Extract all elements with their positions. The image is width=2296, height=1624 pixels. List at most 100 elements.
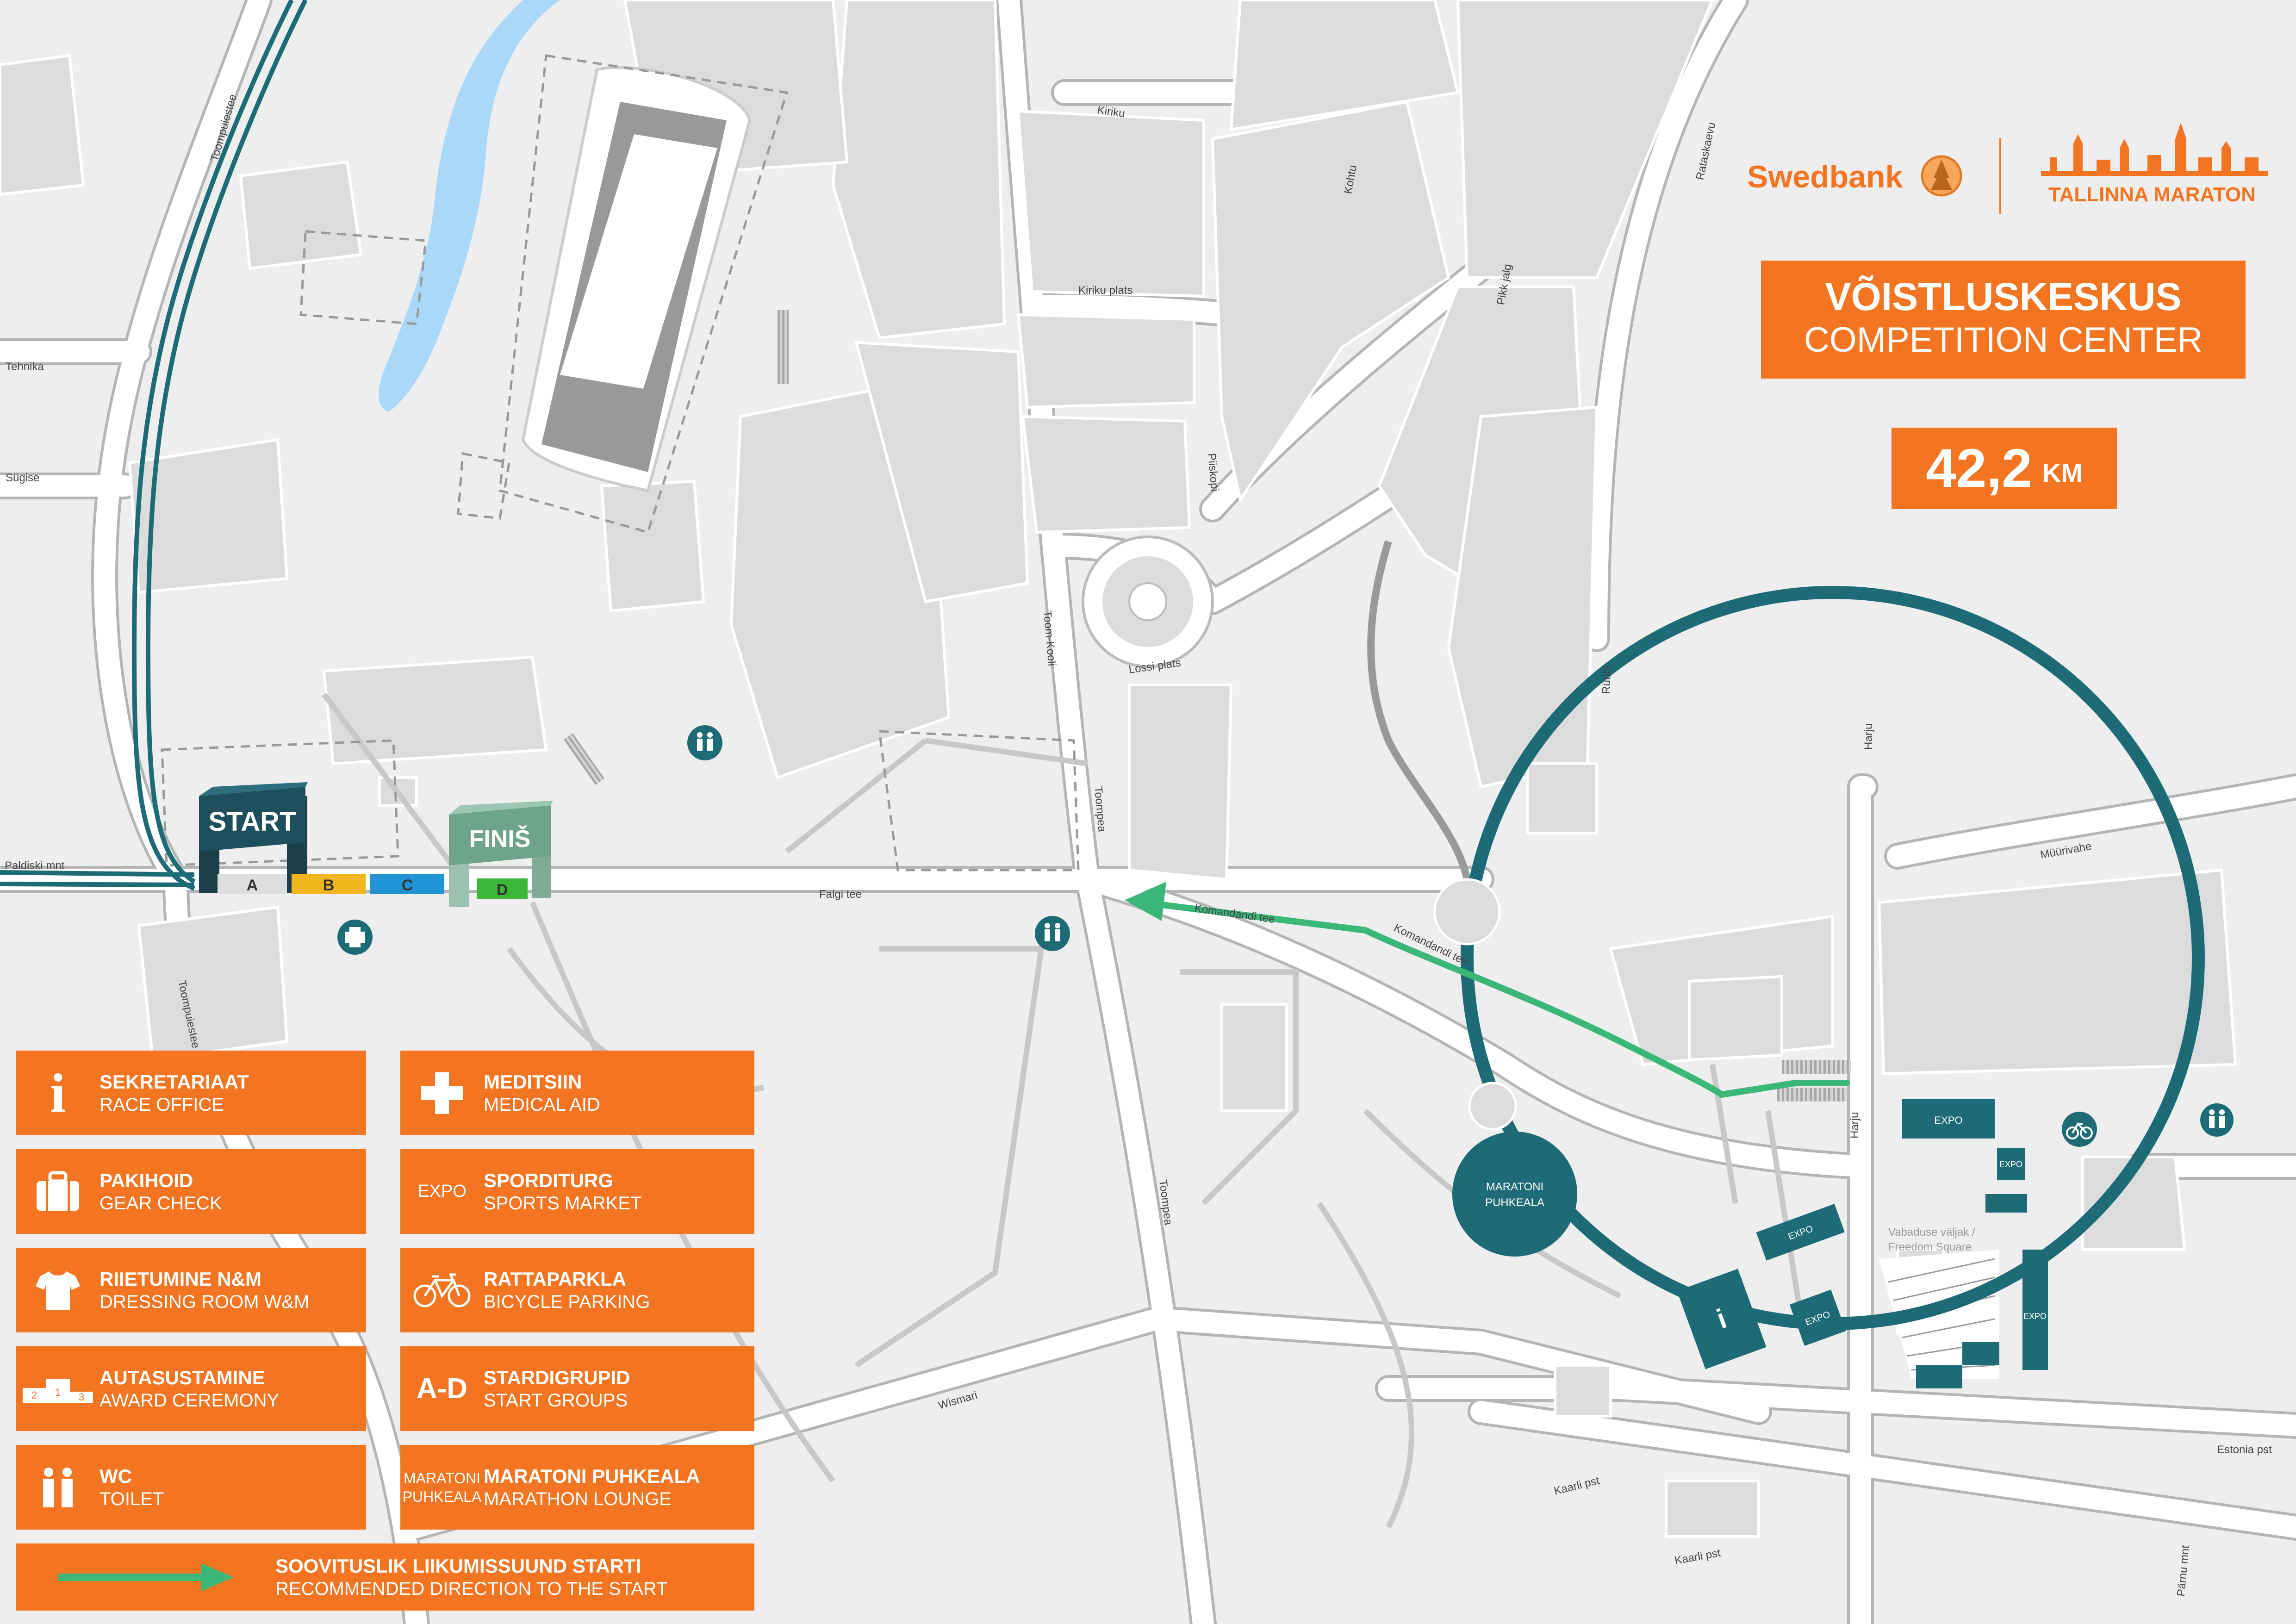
stairs-marker xyxy=(1777,1088,1847,1101)
recommended-direction-route xyxy=(1140,899,1850,1098)
park-paths xyxy=(322,692,1808,1529)
bicycle-icon xyxy=(400,1272,484,1309)
plaza-circle xyxy=(1433,878,1501,946)
legend-medical-aid-en: MEDICAL AID xyxy=(484,1094,600,1115)
street-ruutli: Rüütli xyxy=(1600,666,1613,694)
sponsor-name: Swedbank xyxy=(1747,159,1903,194)
podium-third: 3 xyxy=(70,1391,93,1403)
luggage-icon xyxy=(16,1171,100,1213)
stairs-marker xyxy=(563,733,605,785)
podium-icon: 2 1 3 xyxy=(16,1370,100,1407)
distance-unit: KM xyxy=(2042,458,2083,487)
legend-gear-check-et: PAKIHOID xyxy=(100,1169,193,1191)
legend-dressing-room-en: DRESSING ROOM W&M xyxy=(100,1291,310,1312)
distance-value: 42,2 xyxy=(1926,438,2032,499)
title-estonian: VÕISTLUSKESKUS xyxy=(1825,275,2182,318)
legend-award-ceremony-et: AUTASUSTAMINE xyxy=(100,1366,265,1388)
podium-second: 2 xyxy=(23,1388,46,1403)
expo-markers: EXPO EXPO EXPO EXPO EXPO i xyxy=(1677,1099,2048,1388)
expo-label: EXPO xyxy=(1934,1114,1962,1126)
event-name: TALLINNA MARATON xyxy=(2048,183,2256,206)
street-tehnika: Tehnika xyxy=(6,361,44,373)
tallinna-maraton-logo: TALLINNA MARATON xyxy=(2041,123,2268,206)
start-group-d: D xyxy=(497,881,508,899)
finish-gate: FINIŠ xyxy=(449,801,553,907)
competition-center-title-box: VÕISTLUSKESKUS COMPETITION CENTER xyxy=(1761,261,2246,379)
lounge-label-line2: PUHKEALA xyxy=(1485,1196,1544,1209)
legend-toilet-en: TOILET xyxy=(100,1488,164,1509)
bicycle-icon xyxy=(2062,1112,2097,1147)
start-group-corridors: A B C D xyxy=(218,874,528,899)
legend-start-groups-en: START GROUPS xyxy=(484,1390,628,1411)
legend-start-groups-et: STARDIGRUPID xyxy=(484,1366,630,1388)
legend-recommended-direction-en: RECOMMENDED DIRECTION TO THE START xyxy=(275,1578,668,1599)
lounge-label-line1: MARATONI xyxy=(1486,1181,1543,1193)
title-english: COMPETITION CENTER xyxy=(1804,320,2203,360)
medical-cross-icon xyxy=(400,1072,484,1114)
toilet-icon xyxy=(687,725,722,760)
marathon-lounge-marker: MARATONI PUHKEALA xyxy=(1452,1132,1577,1257)
lounge-icon-text-1: MARATONI xyxy=(404,1469,480,1487)
expo-text-icon: EXPO xyxy=(400,1182,484,1201)
start-groups-icon-text: A-D xyxy=(416,1373,468,1405)
toilet-icon xyxy=(16,1467,100,1508)
recommended-direction-arrowhead xyxy=(1125,882,1166,921)
finish-label: FINIŠ xyxy=(469,825,531,852)
legend-sports-market-et: SPORDITURG xyxy=(484,1169,614,1191)
street-estonia: Estonia pst xyxy=(2217,1444,2272,1456)
legend-race-office-en: RACE OFFICE xyxy=(100,1094,224,1115)
vabaduse-square-label-et: Vabaduse väljak / xyxy=(1888,1226,1975,1238)
toilet-icon xyxy=(1035,916,1070,951)
start-groups-text-icon: A-D xyxy=(400,1372,484,1405)
stairs-marker xyxy=(1782,1060,1851,1074)
lounge-icon-text-2: PUHKEALA xyxy=(402,1488,482,1505)
green-arrow-icon xyxy=(16,1563,275,1591)
street-harju: Harju xyxy=(1862,723,1875,750)
legend-sports-market-en: SPORTS MARKET xyxy=(484,1193,642,1213)
stairs-marker xyxy=(778,310,789,384)
water-moat xyxy=(379,0,560,412)
street-paldiski: Paldiski mnt xyxy=(5,859,65,872)
toilet-icon xyxy=(2200,1103,2234,1137)
dashed-outlines xyxy=(161,54,1080,871)
medical-cross-icon xyxy=(337,920,373,955)
round-church xyxy=(1082,535,1214,668)
expo-label: EXPO xyxy=(2023,1312,2047,1321)
legend-recommended-direction-et: SOOVITUSLIK LIIKUMISSUUND STARTI xyxy=(275,1555,641,1577)
street-harju-south: Harju xyxy=(1848,1112,1861,1139)
podium-first: 1 xyxy=(46,1378,70,1403)
stadium xyxy=(521,66,752,492)
start-group-a: A xyxy=(247,877,258,894)
legend-award-ceremony-en: AWARD CEREMONY xyxy=(100,1390,280,1411)
marathon-route-line xyxy=(0,0,308,891)
distance-badge: 42,2 KM xyxy=(1892,428,2117,509)
street-falgi: Falgi tee xyxy=(819,888,862,901)
street-kiriku-plats: Kiriku plats xyxy=(1078,284,1132,297)
legend-medical-aid-et: MEDITSIIN xyxy=(484,1070,582,1093)
swedbank-logo: Swedbank xyxy=(1747,155,1962,197)
freedom-square-label-en: Freedom Square xyxy=(1888,1241,1972,1253)
start-group-c: C xyxy=(402,877,413,894)
legend-race-office-et: SEKRETARIAAT xyxy=(100,1070,249,1093)
legend-toilet-et: WC xyxy=(100,1465,132,1487)
old-town-path xyxy=(1367,540,1471,880)
legend-marathon-lounge-en: MARATHON LOUNGE xyxy=(484,1488,672,1509)
tshirt-icon xyxy=(16,1269,100,1311)
street-sugise: Sügise xyxy=(6,472,39,484)
legend-bicycle-parking-et: RATTAPARKLA xyxy=(484,1268,626,1290)
legend-gear-check-en: GEAR CHECK xyxy=(100,1193,222,1213)
legend-dressing-room-et: RIIETUMINE N&M xyxy=(100,1268,261,1290)
start-label: START xyxy=(208,807,296,837)
start-group-b: B xyxy=(323,877,335,894)
